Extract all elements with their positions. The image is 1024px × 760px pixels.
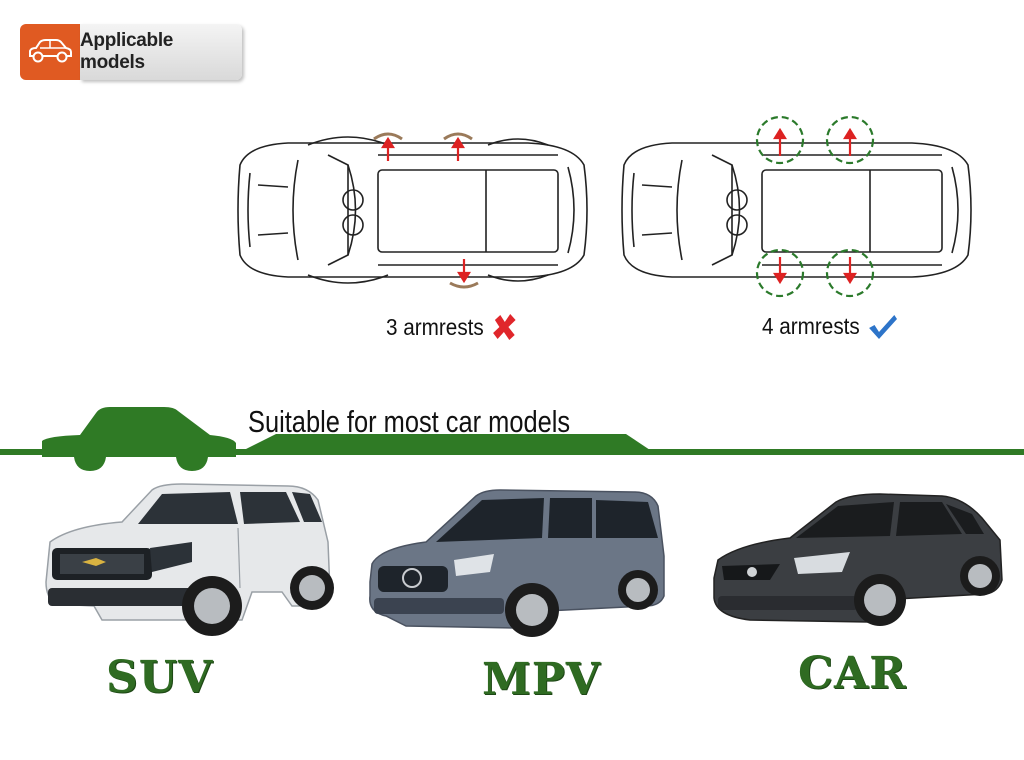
- caption-3-armrests: 3 armrests: [386, 312, 518, 342]
- car-silhouette-icon: [42, 407, 236, 471]
- cross-icon: [492, 314, 516, 340]
- banner-divider-line: [0, 449, 1024, 455]
- car-topview-diagram-4-armrests: [621, 115, 972, 298]
- caption-3-armrests-text: 3 armrests: [386, 313, 484, 340]
- badge-label: Applicable models: [80, 24, 242, 80]
- applicable-models-badge: Applicable models: [20, 24, 242, 80]
- mpv-image: [369, 489, 665, 637]
- vehicle-label-suv: SUV: [106, 652, 214, 703]
- vehicle-label-car: CAR: [798, 648, 907, 699]
- banner-title: Suitable for most car models: [248, 404, 571, 439]
- suv-image: [45, 483, 334, 636]
- caption-4-armrests: 4 armrests: [762, 312, 898, 340]
- car-topview-diagram-3-armrests: [237, 132, 588, 289]
- vehicle-label-mpv: MPV: [482, 654, 601, 705]
- caption-4-armrests-text: 4 armrests: [762, 312, 860, 339]
- car-outline-icon: [20, 24, 80, 80]
- check-icon: [868, 315, 897, 339]
- car-image: [713, 493, 1003, 626]
